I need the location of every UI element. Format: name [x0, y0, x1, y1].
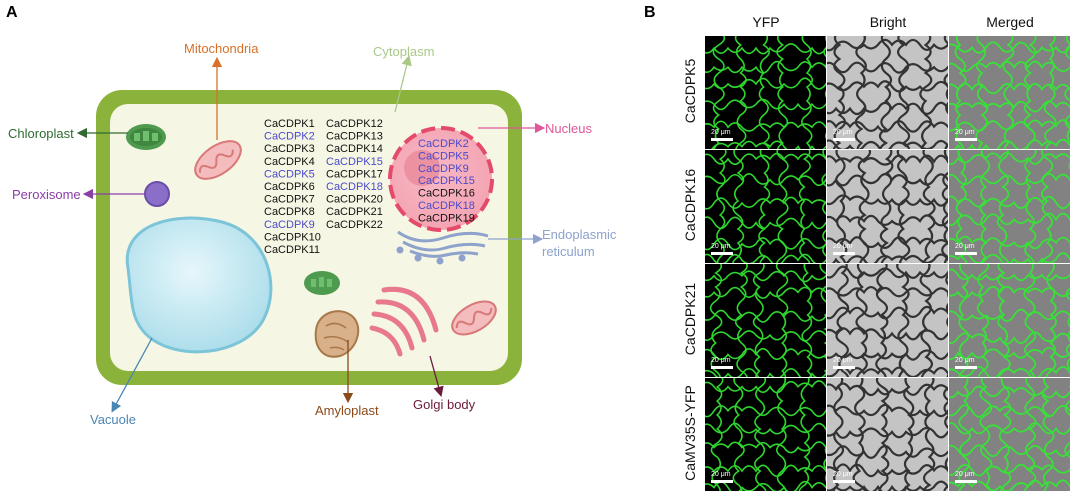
- scale-bar-label: 20 μm: [711, 129, 731, 136]
- scale-bar-label: 20 μm: [955, 357, 975, 364]
- micrograph: 20 μm: [827, 378, 948, 491]
- micrograph: 20 μm: [949, 150, 1070, 263]
- row-label-cacdpk21: CaCDPK21: [682, 282, 698, 356]
- gene-label: CaCDPK9: [264, 219, 315, 231]
- gene-label: CaCDPK13: [326, 131, 383, 143]
- cytoplasm-arrow: [394, 54, 412, 113]
- scale-bar: [955, 480, 977, 483]
- golgi-organelle: [369, 286, 439, 357]
- mitochondria-organelle: [194, 140, 242, 180]
- gene-label: CaCDPK12: [326, 118, 383, 130]
- scale-bar-label: 20 μm: [955, 471, 975, 478]
- scale-bar-label: 20 μm: [955, 243, 975, 250]
- peroxisome-label: Peroxisome: [12, 187, 81, 202]
- golgi-label: Golgi body: [413, 397, 476, 412]
- nucleus-label: Nucleus: [545, 121, 592, 136]
- panel-a-label: A: [6, 4, 18, 21]
- chloroplast-organelle: [126, 124, 166, 150]
- gene-label: CaCDPK2: [264, 131, 315, 143]
- gene-label: CaCDPK2: [418, 138, 469, 150]
- gene-label: CaCDPK9: [418, 163, 469, 175]
- scale-bar: [711, 138, 733, 141]
- er-organelle: [396, 230, 489, 265]
- scale-bar-label: 20 μm: [833, 129, 853, 136]
- micrograph: 20 μm: [949, 36, 1070, 149]
- scale-bar-label: 20 μm: [833, 243, 853, 250]
- scale-bar-label: 20 μm: [711, 357, 731, 364]
- scale-bar: [955, 252, 977, 255]
- row-label-camv35s-yfp: CaMV35S-YFP: [682, 385, 698, 481]
- gene-label: CaCDPK10: [264, 231, 321, 243]
- cell-diagram: Mitochondria Cytoplasm Chloroplast Nucle…: [8, 41, 617, 427]
- column-title-bright: Bright: [869, 14, 907, 30]
- gene-label: CaCDPK16: [418, 188, 475, 200]
- scale-bar-label: 20 μm: [711, 243, 731, 250]
- micrograph: 20 μm: [827, 150, 948, 263]
- row-label-cacdpk16: CaCDPK16: [682, 168, 698, 242]
- chloroplast-organelle-2: [304, 271, 340, 295]
- amyloplast-label: Amyloplast: [315, 403, 379, 418]
- peroxisome-organelle: [144, 181, 170, 207]
- scale-bar: [833, 252, 855, 255]
- mitochondria-organelle-2: [451, 300, 497, 336]
- cytoplasm-label: Cytoplasm: [373, 44, 434, 59]
- scale-bar: [833, 366, 855, 369]
- micrograph: 20 μm: [949, 264, 1070, 377]
- micrograph: 20 μm: [705, 378, 826, 491]
- scale-bar: [955, 138, 977, 141]
- scale-bar-label: 20 μm: [833, 357, 853, 364]
- scale-bar-label: 20 μm: [955, 129, 975, 136]
- scale-bar: [955, 366, 977, 369]
- scale-bar: [711, 366, 733, 369]
- gene-label: CaCDPK11: [264, 244, 320, 256]
- gene-label: CaCDPK8: [264, 206, 315, 218]
- gene-label: CaCDPK4: [264, 156, 315, 168]
- scale-bar: [833, 480, 855, 483]
- scale-bar: [711, 252, 733, 255]
- gene-label: CaCDPK15: [326, 156, 383, 168]
- scale-bar: [711, 480, 733, 483]
- gene-label: CaCDPK19: [418, 212, 475, 224]
- micrograph: 20 μm: [705, 150, 826, 263]
- golgi-arrow: [429, 355, 444, 398]
- row-label-cacdpk5: CaCDPK5: [682, 58, 698, 124]
- scale-bar-label: 20 μm: [711, 471, 731, 478]
- cytoplasm-gene-list-2: CaCDPK12CaCDPK13CaCDPK14CaCDPK15CaCDPK17…: [326, 118, 383, 231]
- panel-b-label: B: [644, 4, 656, 21]
- gene-label: CaCDPK14: [326, 143, 383, 155]
- mitochondria-label: Mitochondria: [184, 41, 259, 56]
- gene-label: CaCDPK21: [326, 206, 383, 218]
- gene-label: CaCDPK15: [418, 175, 475, 187]
- er-label-line1: Endoplasmic: [542, 227, 617, 242]
- gene-label: CaCDPK5: [264, 168, 315, 180]
- scale-bar-label: 20 μm: [833, 471, 853, 478]
- micrograph: 20 μm: [827, 36, 948, 149]
- gene-label: CaCDPK20: [326, 194, 383, 206]
- vacuole-organelle: [125, 216, 273, 354]
- nucleus-organelle: [388, 126, 494, 232]
- micrograph: 20 μm: [705, 264, 826, 377]
- column-title-merged: Merged: [986, 14, 1034, 30]
- gene-label: CaCDPK17: [326, 168, 383, 180]
- column-title-yfp: YFP: [752, 14, 780, 30]
- nucleus-gene-list: CaCDPK2CaCDPK5CaCDPK9CaCDPK15CaCDPK16CaC…: [418, 138, 475, 224]
- cytoplasm-gene-list-1: CaCDPK1CaCDPK2CaCDPK3CaCDPK4CaCDPK5CaCDP…: [264, 118, 321, 256]
- er-label-line2: reticulum: [542, 244, 595, 259]
- chloroplast-label: Chloroplast: [8, 126, 74, 141]
- vacuole-arrow: [111, 337, 153, 413]
- vacuole-label: Vacuole: [90, 412, 136, 427]
- gene-label: CaCDPK18: [326, 181, 383, 193]
- gene-label: CaCDPK3: [264, 143, 315, 155]
- gene-label: CaCDPK1: [264, 118, 315, 130]
- scale-bar: [833, 138, 855, 141]
- gene-label: CaCDPK22: [326, 219, 383, 231]
- gene-label: CaCDPK6: [264, 181, 315, 193]
- gene-label: CaCDPK7: [264, 194, 315, 206]
- micrograph: 20 μm: [827, 264, 948, 377]
- gene-label: CaCDPK5: [418, 150, 469, 162]
- gene-label: CaCDPK18: [418, 200, 475, 212]
- micrograph: 20 μm: [705, 36, 826, 149]
- micrograph: 20 μm: [949, 378, 1070, 491]
